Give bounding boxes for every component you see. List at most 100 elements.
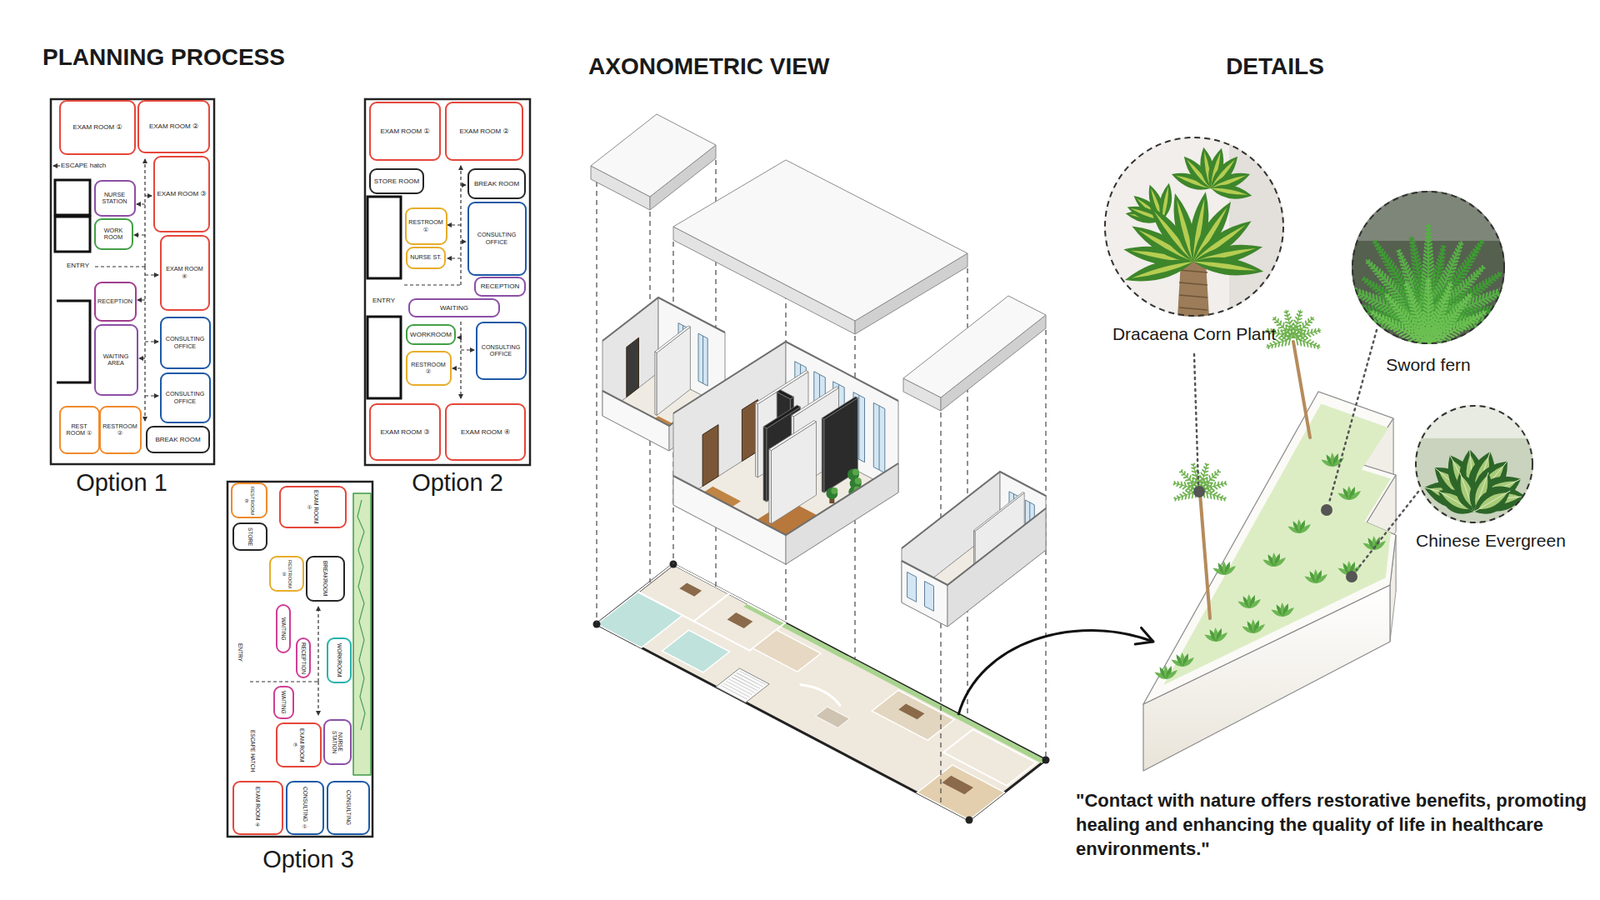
plan-room xyxy=(898,704,925,720)
plan-room xyxy=(734,675,761,690)
room-name: RECEPTION xyxy=(300,642,306,675)
fern-clump xyxy=(1316,574,1328,584)
room-name: CONSULTING ① xyxy=(301,786,308,830)
wall-block xyxy=(55,180,90,215)
room-box: WAITING xyxy=(408,298,500,318)
room-box: EXAM ROOM ① xyxy=(59,100,136,155)
room-box: STORE ROOM xyxy=(369,168,425,195)
room-name: RECEPTION xyxy=(480,282,520,290)
room-name: WAITING AREA xyxy=(97,353,135,368)
photo-ground xyxy=(1104,136,1285,317)
plan-room xyxy=(752,630,821,672)
section-heading: AXONOMETRIC VIEW xyxy=(588,53,830,80)
room-block xyxy=(673,341,899,565)
option-caption: Option 1 xyxy=(75,469,168,497)
wall-block xyxy=(55,216,90,252)
option-caption: Option 2 xyxy=(411,469,504,497)
fern-clump xyxy=(1183,657,1195,667)
circulation-arrow xyxy=(457,336,461,338)
photo-frame xyxy=(1415,405,1533,523)
room-box: NURSE STATION xyxy=(94,180,136,217)
sketches xyxy=(50,99,530,837)
window-mullion xyxy=(858,395,860,460)
circulation-arrow xyxy=(317,681,319,715)
circulation-arrow xyxy=(460,184,466,185)
photo-frame xyxy=(1352,191,1505,344)
plan-room xyxy=(731,676,759,691)
fern-clump xyxy=(1254,624,1265,634)
plan-room xyxy=(715,668,770,703)
room-box: CONSULTING xyxy=(326,780,370,835)
room-name: STORE xyxy=(246,527,253,546)
room-name: BREAK ROOM xyxy=(474,180,520,188)
door xyxy=(702,425,719,487)
room-name: EXAM ROOM ③ xyxy=(156,190,206,198)
room-name: RESTROOM ② xyxy=(243,486,255,515)
trunk-ring xyxy=(1179,282,1208,285)
wall-block xyxy=(56,300,90,383)
circulation-arrow xyxy=(145,395,159,396)
circulation-arrow xyxy=(139,357,145,359)
plant-detail: Dracaena Corn Plant xyxy=(1085,136,1303,349)
partition xyxy=(821,418,825,493)
planter-rim xyxy=(1143,391,1396,705)
sketch-label: ENTRY xyxy=(372,296,395,305)
circulation-arrow xyxy=(145,274,159,275)
frond-leaflets xyxy=(1174,487,1197,501)
plant xyxy=(825,487,838,500)
room-name: EXAM ROOM ① xyxy=(72,123,122,131)
room-name: REST ROOM ① xyxy=(62,423,97,438)
leader-line xyxy=(1329,330,1377,503)
fern-clump xyxy=(1225,565,1236,575)
slab-top xyxy=(590,114,716,197)
circulation-arrow xyxy=(95,265,145,267)
room-box: EXAM ROOM ① xyxy=(279,485,347,529)
wall-top xyxy=(901,471,1046,549)
wall xyxy=(901,560,948,627)
room-box: RECEPTION xyxy=(94,281,137,322)
photo-ground xyxy=(1415,405,1534,439)
plant-photo xyxy=(1415,405,1534,524)
room-name: WORKROOM xyxy=(335,643,342,677)
room-name: RESTROOM ② xyxy=(409,361,449,376)
plan-room xyxy=(727,612,754,629)
plant-photo xyxy=(1351,190,1505,345)
leader-dot xyxy=(1345,570,1358,583)
photo-ground xyxy=(1415,405,1534,524)
plan-room xyxy=(679,582,702,596)
plant xyxy=(852,468,860,475)
room-box: EXAM ROOM ② xyxy=(137,100,210,154)
room-name: STORE ROOM xyxy=(374,177,420,185)
frond-leaflets xyxy=(1203,487,1226,501)
partition xyxy=(821,396,858,420)
room-name: EXAM ROOM ① xyxy=(380,127,430,135)
section-heading: PLANNING PROCESS xyxy=(42,44,285,71)
detail-arrowhead xyxy=(1135,627,1154,645)
plan-room xyxy=(736,672,764,687)
room-name: EXAM ROOM ④ xyxy=(460,428,510,436)
palm-trunk xyxy=(1200,493,1210,619)
room-box: EXAM ROOM ③ xyxy=(369,403,441,461)
circulation-arrow xyxy=(137,299,145,300)
circulation-arrow xyxy=(447,224,461,225)
plan-room xyxy=(815,706,850,728)
room-box: EXAM ROOM ② xyxy=(445,101,524,161)
circulation-arrow xyxy=(134,234,145,235)
room-box: BREAK ROOM xyxy=(145,425,210,454)
wall-block xyxy=(367,316,401,399)
room-box: EXAM ROOM ① xyxy=(369,101,441,161)
room-box: WAITING xyxy=(275,604,291,654)
slab-top xyxy=(903,295,1046,398)
room-name: CONSULTING xyxy=(345,790,351,825)
plan-room xyxy=(743,603,1046,764)
room-box: WAITING xyxy=(273,685,295,720)
fern-clump xyxy=(1216,632,1228,642)
leaf xyxy=(1210,185,1252,200)
room-box: CONSULTING OFFICE xyxy=(160,372,211,424)
plan-room xyxy=(871,690,955,740)
option-caption: Option 3 xyxy=(262,845,355,874)
wall-top xyxy=(673,341,899,414)
door xyxy=(626,337,640,397)
